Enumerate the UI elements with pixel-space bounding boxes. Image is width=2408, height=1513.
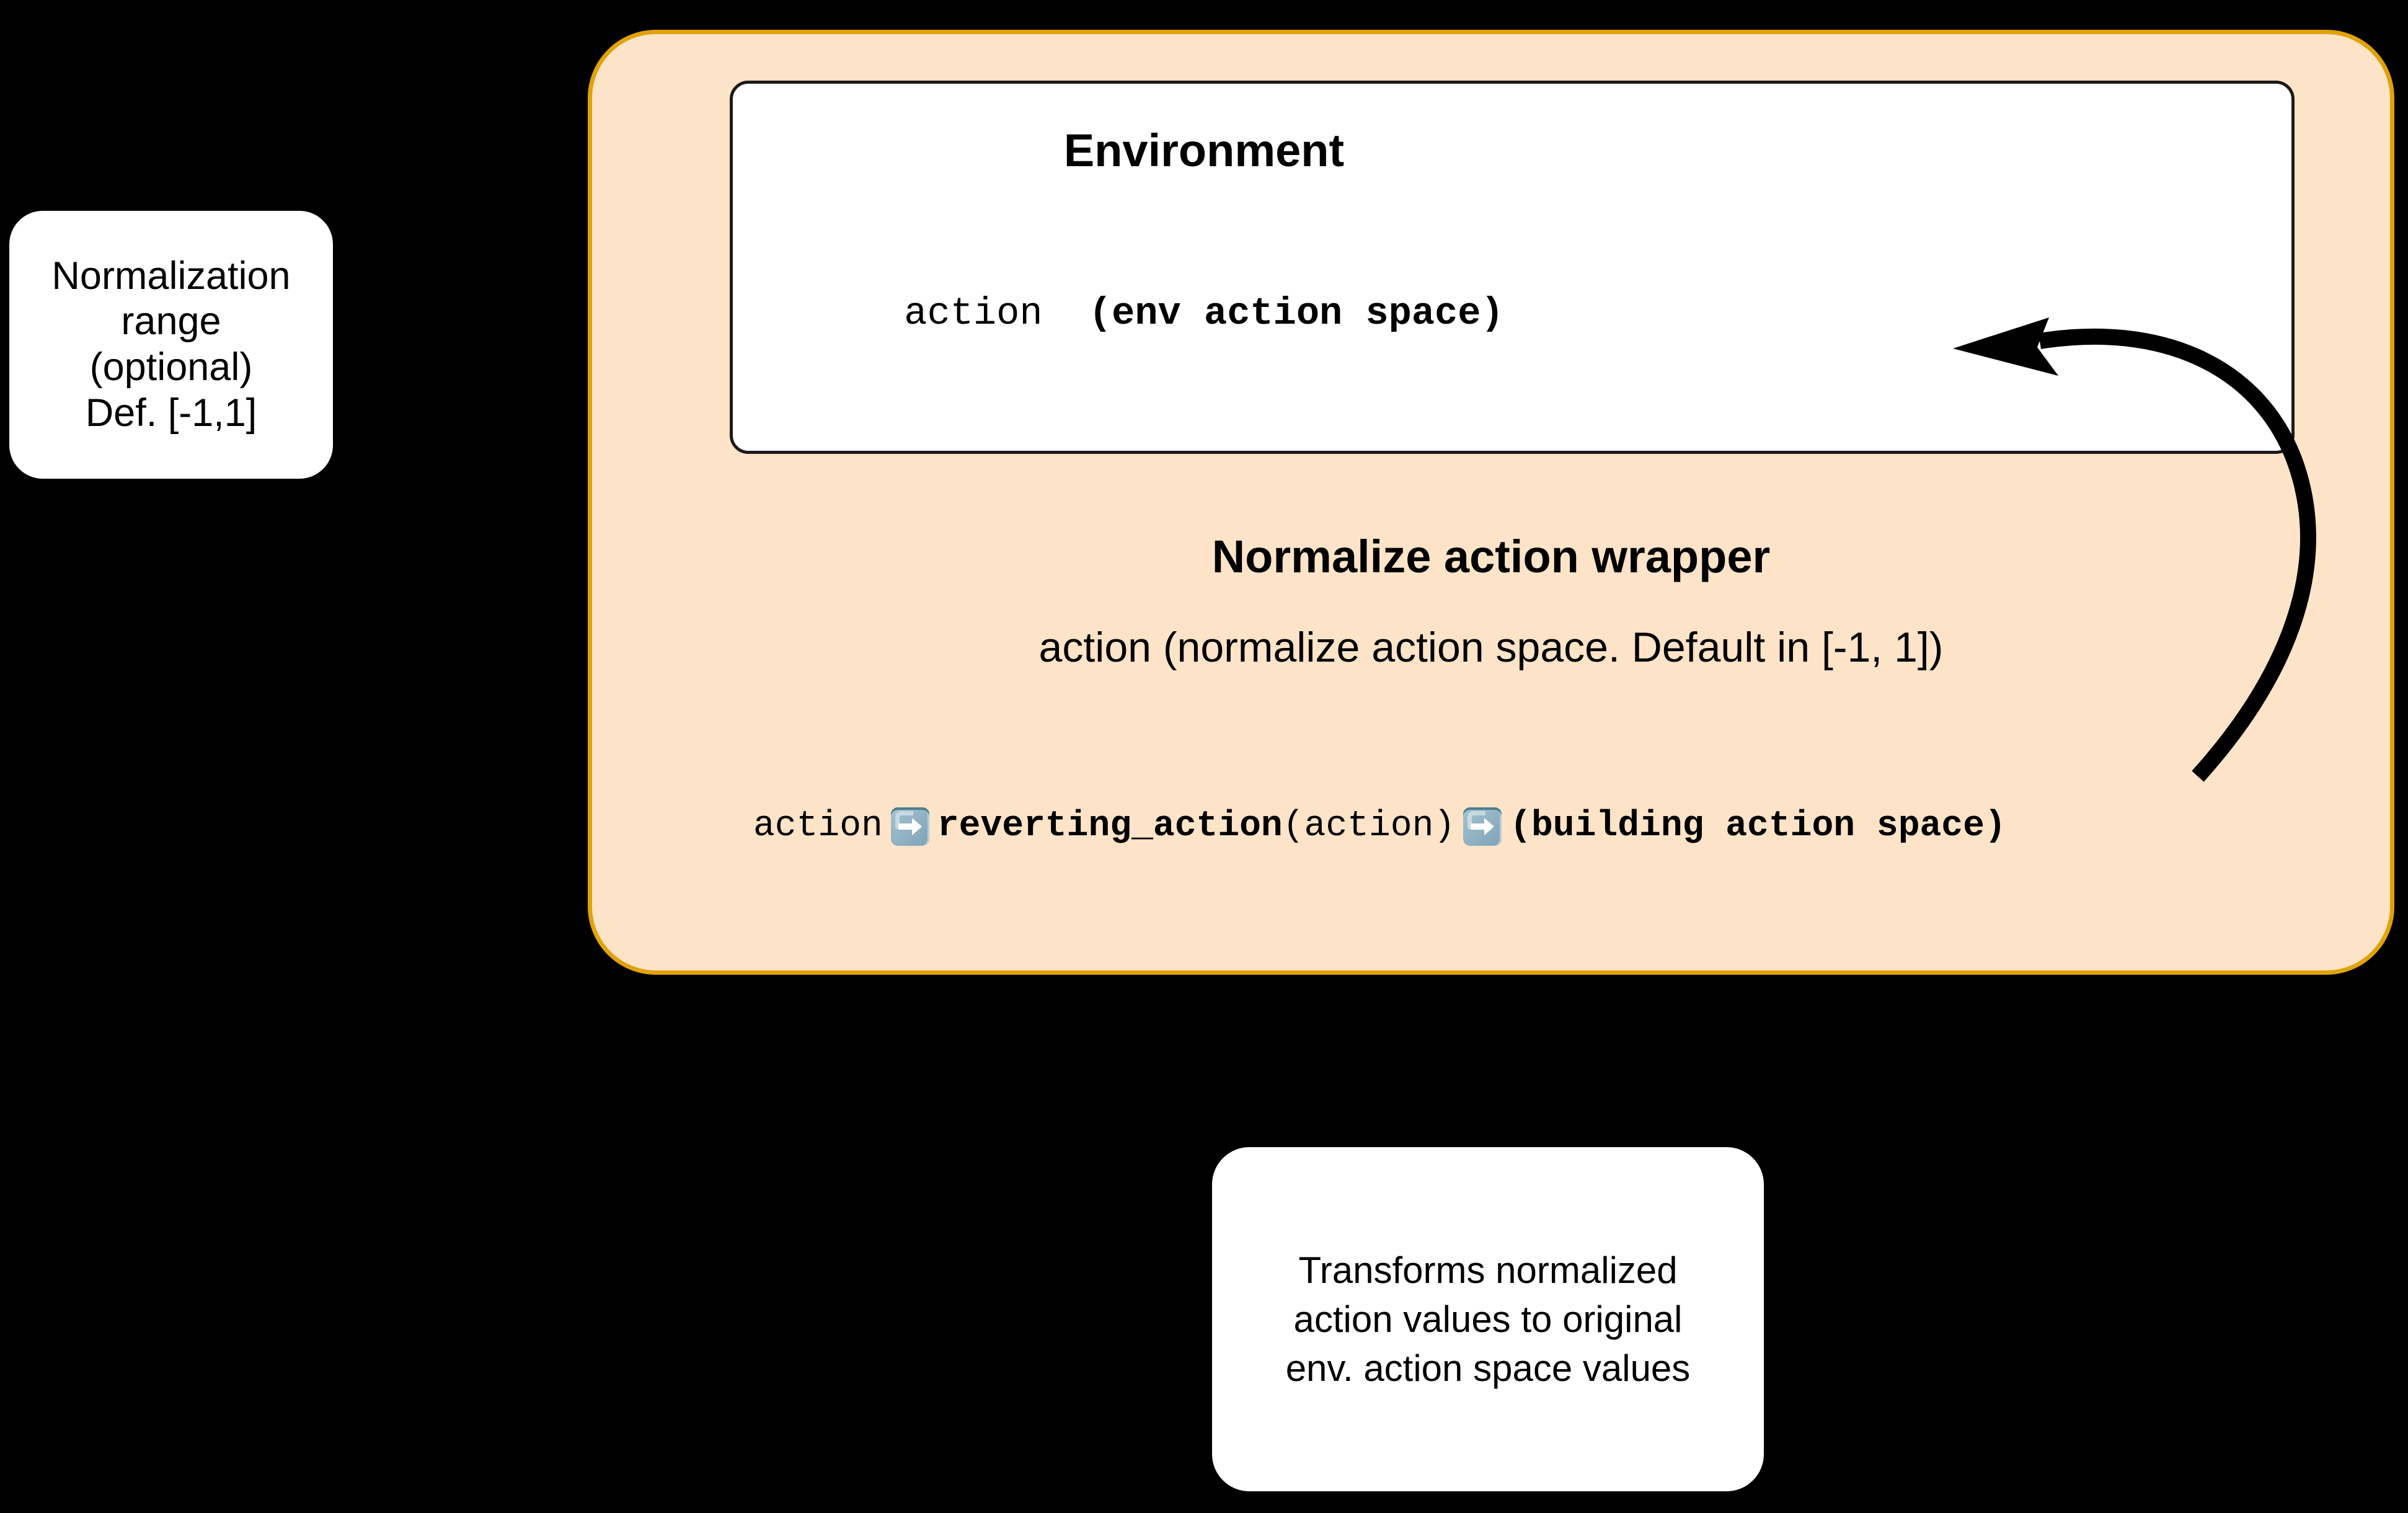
environment-title: Environment	[1063, 125, 1345, 176]
normalization-note-line-3: (optional)	[89, 345, 253, 389]
transform-note-text: Transforms normalized action values to o…	[1286, 1246, 1691, 1393]
right-arrow-icon	[890, 807, 929, 846]
normalization-note-line-1: Normalization	[51, 254, 291, 298]
right-arrow-icon-2	[1463, 807, 1502, 846]
normalization-note-line-2: range	[121, 299, 221, 344]
wrapper-title: Normalize action wrapper	[1211, 531, 1771, 582]
transform-note-line-2: action values to original	[1293, 1298, 1683, 1340]
environment-action-space: (env action space)	[1088, 291, 1504, 335]
pipeline-input-label: action	[753, 806, 883, 846]
pipeline-output-space: (building action space)	[1510, 806, 2006, 846]
normalization-note-line-4: Def. [-1,1]	[85, 391, 257, 435]
environment-panel	[730, 81, 2295, 454]
env-action-spacer	[1043, 291, 1089, 335]
wrapper-subtitle: action (normalize action space. Default …	[1038, 624, 1944, 671]
normalization-range-note: Normalization range (optional) Def. [-1,…	[9, 211, 333, 479]
pipeline-function-arg: (action)	[1282, 806, 1456, 846]
transform-note-line-1: Transforms normalized	[1298, 1249, 1678, 1291]
right-arrow-glyph	[891, 807, 929, 846]
environment-action-label: action	[904, 291, 1043, 335]
environment-action-line: action (env action space)	[0, 291, 2408, 335]
normalization-range-note-text: Normalization range (optional) Def. [-1,…	[51, 254, 290, 437]
transform-explanation-note: Transforms normalized action values to o…	[1212, 1147, 1764, 1491]
transform-note-line-3: env. action space values	[1285, 1347, 1691, 1390]
action-pipeline-row: action reverting_action(action) (buildin…	[753, 806, 2006, 846]
right-arrow-glyph-2	[1463, 807, 1502, 846]
pipeline-function-name: reverting_action	[937, 806, 1283, 846]
